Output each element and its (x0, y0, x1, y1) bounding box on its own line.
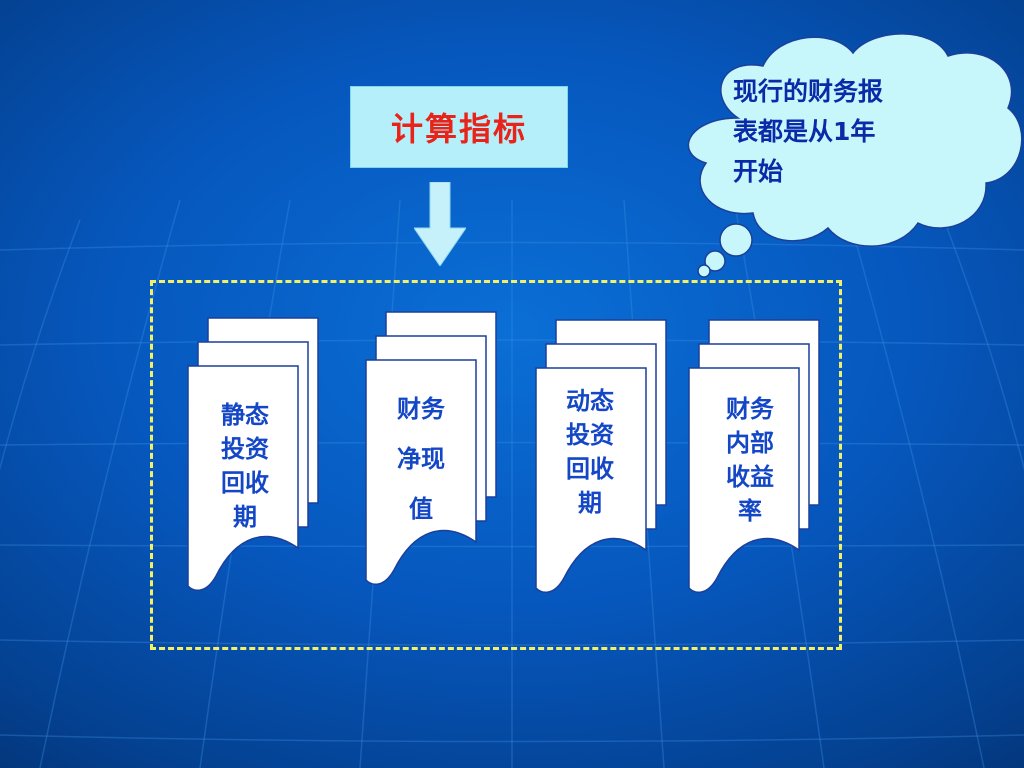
document-stack-2 (365, 311, 497, 585)
cloud-text-line: 开始 (733, 157, 784, 186)
document-label: 动态 投资 回收 期 (566, 386, 614, 517)
cloud-text-line: 表都是从1年 (733, 117, 876, 146)
document-stack-1 (187, 317, 319, 591)
document-stack-3 (535, 319, 667, 593)
title-box: 计算指标 (350, 86, 568, 168)
down-arrow-icon (414, 182, 466, 266)
document-label: 静态 投资 回收 期 (221, 400, 269, 531)
document-label: 财务 内部 收益 率 (726, 394, 774, 525)
cloud-text-line: 现行的财务报 (733, 77, 884, 106)
document-stack-4 (688, 319, 820, 593)
indicators-frame (150, 280, 842, 650)
thought-cloud-shape (687, 33, 1023, 278)
document-label: 财务 净现 值 (397, 394, 445, 523)
cloud-text: 现行的财务报 表都是从1年 开始 (733, 72, 953, 192)
title-text: 计算指标 (390, 110, 527, 148)
